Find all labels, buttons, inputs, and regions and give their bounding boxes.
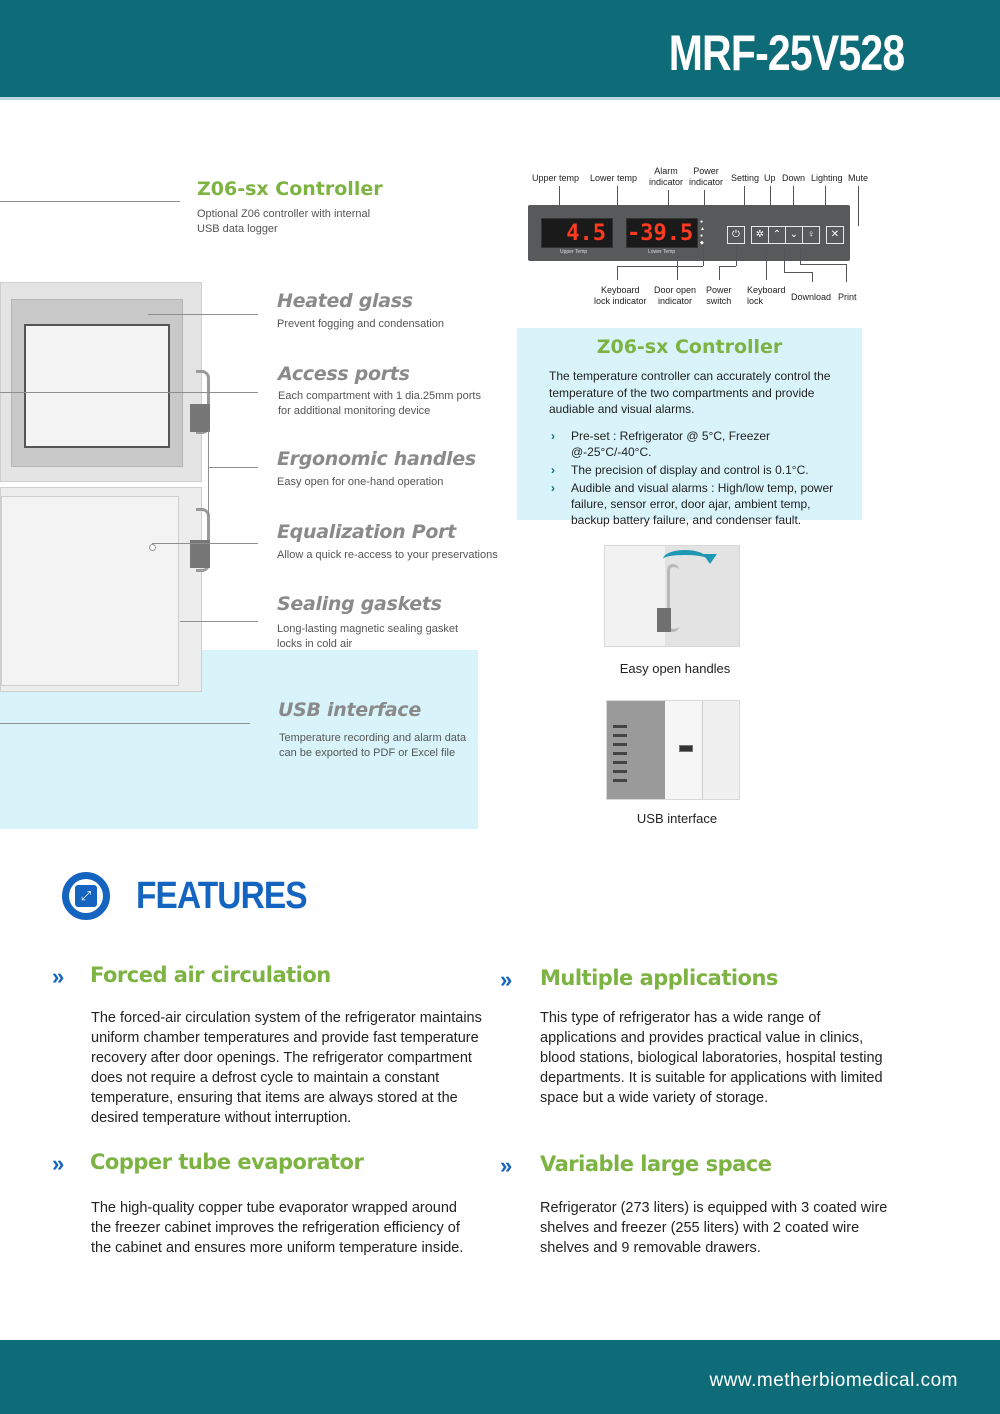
lower-temp-display: -39.5: [626, 218, 698, 248]
usb-caption: USB interface: [636, 811, 718, 826]
footer-bar: [0, 1340, 1000, 1414]
usb-interface-title: USB interface: [278, 699, 421, 721]
usb-interface-desc: Temperature recording and alarm data can…: [279, 732, 467, 759]
equalization-port-dot: [149, 544, 156, 551]
up-button[interactable]: ⌃: [768, 226, 786, 244]
label-down: Down: [782, 173, 806, 183]
feature-chevron-icon: »: [52, 964, 65, 989]
upper-glass-door: [0, 282, 202, 482]
feature-text-forced-air: The forced-air circulation system of the…: [91, 1010, 482, 1126]
sealing-gaskets-title: Sealing gaskets: [277, 593, 442, 615]
handles-photo: [604, 545, 740, 647]
upper-temp-display: 4.5: [541, 218, 613, 248]
z06-box-intro: The temperature controller can accuratel…: [549, 369, 831, 416]
lower-solid-door: [0, 487, 202, 692]
sealing-gaskets-desc: Long-lasting magnetic sealing gasket loc…: [277, 623, 459, 650]
z06-bullet: ›The precision of display and control is…: [551, 463, 809, 477]
heated-glass-desc: Prevent fogging and condensation: [277, 318, 444, 330]
lower-temp-sub: Lower Temp: [648, 249, 676, 255]
handles-leader-line: [208, 467, 258, 468]
upper-handle: [196, 370, 210, 434]
equalization-port-title: Equalization Port: [277, 521, 456, 543]
access-ports-desc: Each compartment with 1 dia.25mm ports f…: [278, 390, 481, 417]
label-mute: Mute: [848, 173, 869, 183]
header-bar: [0, 0, 1000, 100]
gaskets-leader-line: [180, 621, 258, 622]
website-link[interactable]: www.metherbiomedical.com: [709, 1370, 958, 1391]
z06-info-box: [517, 328, 862, 520]
down-button[interactable]: ⌄: [785, 226, 803, 244]
usb-photo: [606, 700, 740, 800]
label-download: Download: [791, 292, 832, 302]
feature-title-forced-air: Forced air circulation: [90, 963, 331, 987]
lighting-button[interactable]: ♀: [802, 226, 820, 244]
access-ports-title: Access ports: [278, 363, 410, 385]
features-heading: FEATURES: [136, 875, 308, 917]
z06-bullet: ›Audible and visual alarms : High/low te…: [551, 481, 834, 527]
glass-window: [24, 324, 170, 448]
feature-title-variable-space: Variable large space: [540, 1152, 772, 1176]
z06-bullet: ›Pre-set : Refrigerator @ 5°C, Freezer @…: [551, 429, 771, 459]
indicator-column: ●▲●◆: [700, 219, 705, 246]
label-lighting: Lighting: [811, 173, 843, 183]
label-lower-temp: Lower temp: [590, 173, 638, 183]
open-arrow-icon: [663, 550, 707, 568]
z06-box-title: Z06-sx Controller: [596, 336, 783, 358]
ergonomic-handles-desc: Easy open for one-hand operation: [277, 476, 444, 488]
feature-text-multiple-applications: This type of refrigerator has a wide ran…: [540, 1010, 883, 1106]
equalization-leader-line: [152, 543, 258, 544]
upper-temp-sub: Upper Temp: [560, 249, 588, 255]
feature-title-copper-tube: Copper tube evaporator: [90, 1150, 364, 1174]
usb-leader-line: [0, 723, 250, 724]
access-ports-leader-line: [0, 392, 258, 393]
z06-bullet-list: ›Pre-set : Refrigerator @ 5°C, Freezer @…: [549, 428, 844, 530]
label-up: Up: [764, 173, 776, 183]
ergonomic-handles-title: Ergonomic handles: [277, 448, 476, 470]
label-print: Print: [838, 292, 857, 302]
feature-title-multiple-applications: Multiple applications: [540, 966, 778, 990]
controller-callout-desc: Optional Z06 controller with internal US…: [197, 208, 371, 235]
feature-text-variable-space: Refrigerator (273 liters) is equipped wi…: [540, 1200, 888, 1256]
freezer-illustration: [0, 282, 210, 692]
feature-chevron-icon: »: [52, 1151, 65, 1176]
controller-callout-title: Z06-sx Controller: [197, 178, 383, 200]
model-title: MRF-25V528: [668, 25, 904, 81]
label-setting: Setting: [731, 173, 760, 183]
feature-chevron-icon: »: [500, 967, 513, 992]
power-button[interactable]: ⏻: [727, 226, 745, 244]
heated-glass-leader-line: [148, 314, 258, 315]
label-upper-temp: Upper temp: [532, 173, 580, 183]
mute-button[interactable]: ✕: [826, 226, 844, 244]
usb-port-icon: [679, 745, 693, 752]
feature-text-copper-tube: The high-quality copper tube evaporator …: [91, 1200, 464, 1256]
features-icon: ⤢: [62, 872, 110, 920]
equalization-port-desc: Allow a quick re-access to your preserva…: [277, 549, 498, 561]
handles-caption: Easy open handles: [619, 661, 731, 676]
controller-leader-line: [0, 201, 180, 202]
heated-glass-title: Heated glass: [277, 290, 413, 312]
feature-chevron-icon: »: [500, 1153, 513, 1178]
setting-button[interactable]: ✲: [751, 226, 769, 244]
